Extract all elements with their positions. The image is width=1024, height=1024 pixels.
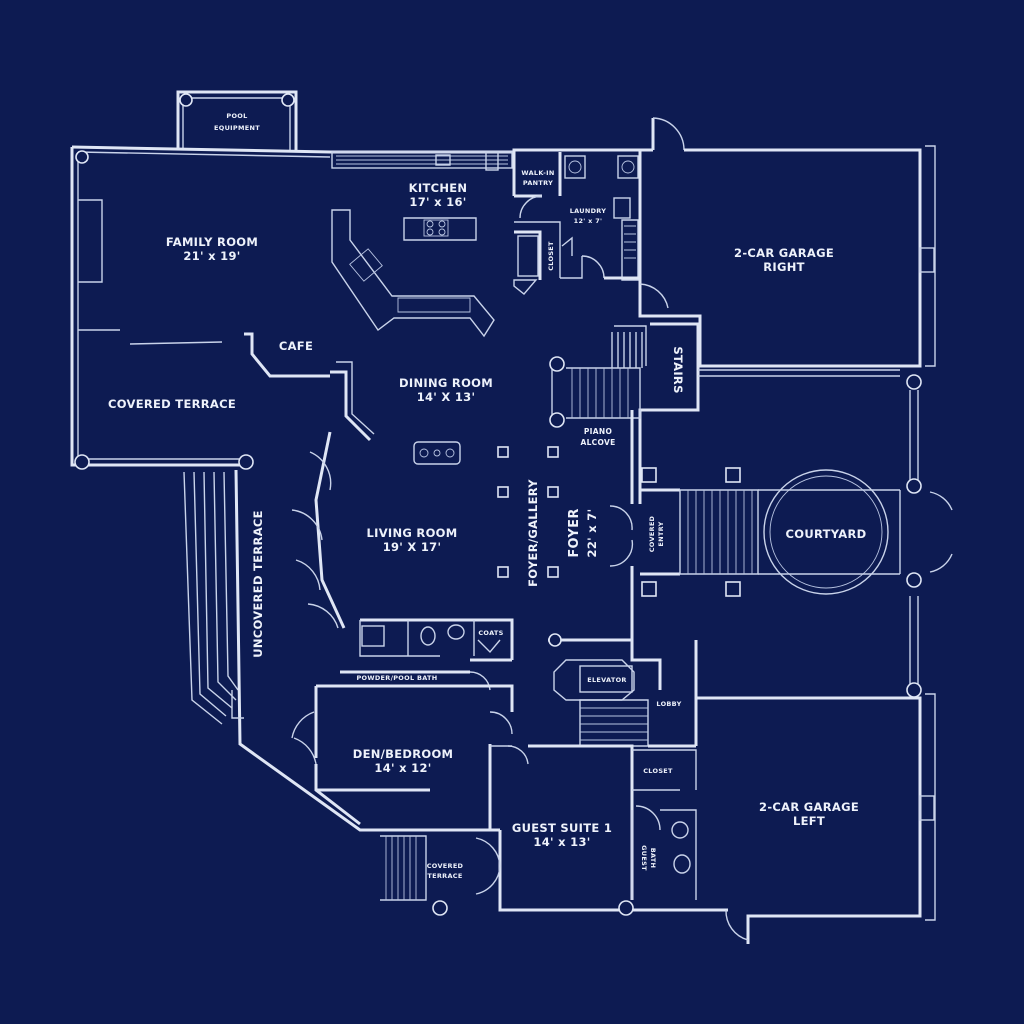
elevator-lobby — [548, 633, 698, 748]
family-room-label: FAMILY ROOM — [166, 235, 258, 249]
guest-bath-label-2: BATH — [649, 848, 657, 869]
den-bedroom-label: DEN/BEDROOM — [353, 747, 454, 761]
pool-equipment-label-2: EQUIPMENT — [214, 124, 260, 132]
cafe-label: CAFE — [279, 339, 313, 353]
garage-left-label-2: LEFT — [793, 814, 825, 828]
powder-bath — [340, 618, 514, 691]
stairs-label: STAIRS — [671, 346, 685, 393]
piano-alcove-label-1: PIANO — [584, 427, 612, 436]
garage-right-label-2: RIGHT — [763, 260, 805, 274]
guest-suite — [380, 744, 728, 916]
covered-terrace-label: COVERED TERRACE — [108, 397, 236, 411]
lobby-label: LOBBY — [656, 700, 681, 708]
pool-equipment-label-1: POOL — [226, 112, 247, 120]
guest-suite-label: GUEST SUITE 1 — [512, 821, 612, 835]
living-room-bay — [291, 431, 346, 629]
living-room-label: LIVING ROOM — [366, 526, 457, 540]
foyer-label: FOYER — [567, 508, 582, 557]
room-labels: POOL EQUIPMENT KITCHEN 17' x 16' WALK-IN… — [108, 112, 867, 880]
covered-entry — [640, 467, 759, 597]
garage-left-label-1: 2-CAR GARAGE — [759, 800, 859, 814]
covered-entry-label-1: COVERED — [648, 515, 656, 552]
foyer-size: 22' x 7' — [585, 509, 599, 558]
garage-left — [696, 693, 936, 944]
pantry-label-2: PANTRY — [523, 179, 553, 187]
den-bedroom — [291, 684, 529, 830]
kitchen-size: 17' x 16' — [409, 195, 466, 209]
closet-vertical-label: CLOSET — [547, 241, 555, 271]
living-room-size: 19' X 17' — [383, 540, 442, 554]
elevator-label: ELEVATOR — [587, 676, 627, 684]
service-rooms — [512, 152, 640, 295]
uncovered-terrace — [183, 469, 500, 832]
covered-terrace-small-label-2: TERRACE — [427, 872, 462, 880]
laundry-size: 12' x 7' — [574, 217, 603, 225]
main-stairs — [549, 322, 700, 456]
courtyard-label: COURTYARD — [786, 527, 867, 541]
family-room-size: 21' x 19' — [183, 249, 240, 263]
covered-terrace-small-label-1: COVERED — [427, 862, 464, 870]
kitchen-label: KITCHEN — [409, 181, 468, 195]
guest-bath-label-1: GUEST — [640, 845, 648, 871]
den-bedroom-size: 14' x 12' — [374, 761, 431, 775]
uncovered-terrace-label: UNCOVERED TERRACE — [251, 510, 265, 658]
powder-bath-label: POWDER/POOL BATH — [356, 674, 437, 682]
kitchen-counters — [331, 151, 513, 338]
pool-equipment-room — [176, 90, 298, 150]
foyer-walls — [609, 410, 642, 640]
foyer-gallery-label: FOYER/GALLERY — [526, 479, 540, 587]
dining-walls — [330, 361, 559, 578]
laundry-label: LAUNDRY — [570, 207, 607, 215]
dining-room-label: DINING ROOM — [399, 376, 493, 390]
guest-suite-size: 14' x 13' — [533, 835, 590, 849]
covered-entry-label-2: ENTRY — [657, 521, 665, 546]
courtyard — [698, 369, 953, 698]
dining-room-size: 14' X 13' — [417, 390, 476, 404]
closet-label: CLOSET — [643, 767, 673, 775]
garage-right-label-1: 2-CAR GARAGE — [734, 246, 834, 260]
coats-label: COATS — [478, 629, 503, 637]
garage-right — [638, 117, 936, 368]
piano-alcove-label-2: ALCOVE — [581, 438, 616, 447]
pantry-label-1: WALK-IN — [521, 169, 554, 177]
